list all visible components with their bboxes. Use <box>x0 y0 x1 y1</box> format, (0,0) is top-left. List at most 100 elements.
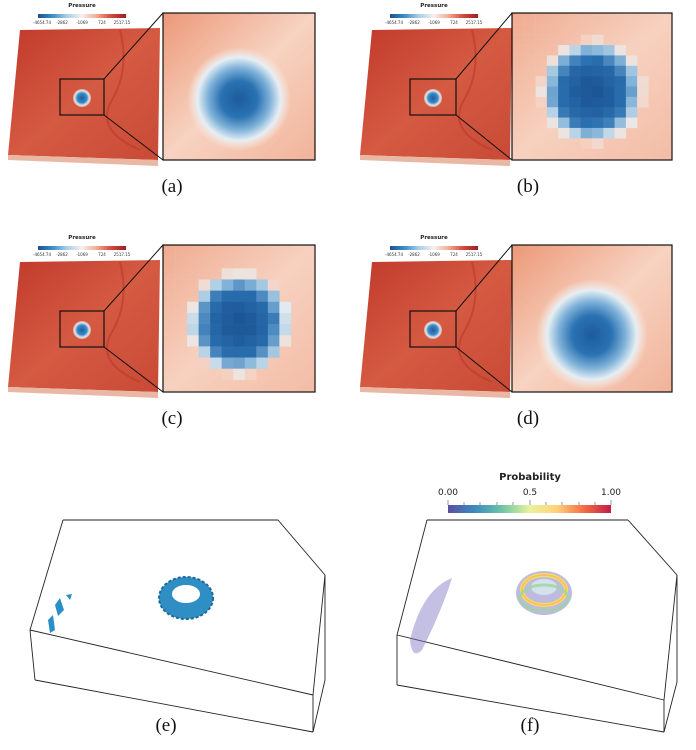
inset-box <box>59 310 105 348</box>
anomaly-block <box>524 76 536 87</box>
anomaly-block <box>233 312 246 325</box>
anomaly-block <box>175 246 188 258</box>
anomaly-block <box>267 301 280 314</box>
anomaly-block <box>164 379 176 392</box>
anomaly-block <box>592 138 604 149</box>
anomaly-block <box>175 346 188 358</box>
anomaly-block <box>603 65 615 77</box>
anomaly-block <box>637 45 649 56</box>
anomaly-block <box>210 246 222 258</box>
anomaly-block <box>198 257 211 269</box>
anomaly-block <box>302 312 315 325</box>
anomaly-block <box>221 357 234 369</box>
anomaly-block <box>513 45 525 56</box>
anomaly-block <box>221 324 234 336</box>
anomaly-block <box>580 96 593 108</box>
anomaly-block <box>603 76 615 87</box>
anomaly-block <box>513 86 525 98</box>
anomaly-block <box>279 301 292 314</box>
anomaly-block <box>546 76 559 87</box>
anomaly-block <box>648 55 661 67</box>
colorbar-gradient <box>390 246 478 250</box>
anomaly-block <box>558 45 570 56</box>
anomaly-mini <box>73 321 91 339</box>
panel-d: Pressure -4654.74 -2862 -1069 724 2517.1… <box>352 232 696 442</box>
anomaly-block <box>210 301 222 314</box>
anomaly-block <box>210 279 222 291</box>
slab-side-face <box>360 155 510 166</box>
anomaly-block <box>546 148 559 160</box>
anomaly-block <box>302 324 315 336</box>
anomaly-block <box>625 148 638 160</box>
anomaly-block <box>580 148 593 160</box>
anomaly-block <box>524 117 536 129</box>
anomaly-block <box>625 14 638 25</box>
anomaly-block <box>648 34 661 46</box>
anomaly-block <box>513 127 525 139</box>
anomaly-block <box>659 65 672 77</box>
anomaly-block <box>603 148 615 160</box>
anomaly-block <box>659 24 672 36</box>
anomaly-block <box>592 86 604 98</box>
anomaly-block <box>244 268 257 280</box>
anomaly-block <box>256 357 269 369</box>
anomaly-block <box>648 24 661 36</box>
anomaly-block <box>625 138 638 149</box>
colorbar-tick: 724 <box>98 252 106 257</box>
anomaly-block <box>603 127 615 139</box>
anomaly-block <box>233 368 246 381</box>
zoom-line-bottom <box>455 346 513 393</box>
anomaly-block <box>659 86 672 98</box>
anomaly-block <box>175 357 188 369</box>
anomaly-block <box>625 107 638 118</box>
anomaly-block <box>625 96 638 108</box>
anomaly-block <box>546 127 559 139</box>
colorbar-title: Pressure <box>420 3 448 9</box>
anomaly-block <box>187 312 199 325</box>
colorbar-tick: 724 <box>98 20 106 25</box>
anomaly-block <box>524 86 536 98</box>
panel-b: Pressure -4654.74 -2862 -1069 724 2517.1… <box>352 0 696 210</box>
anomaly-block <box>546 86 559 98</box>
anomaly-block <box>535 148 548 160</box>
anomaly-block <box>290 268 303 280</box>
anomaly-block <box>233 346 246 358</box>
anomaly-block <box>603 117 615 129</box>
anomaly-block <box>546 14 559 25</box>
anomaly-block <box>592 14 604 25</box>
anomaly-block <box>256 290 269 303</box>
anomaly-block <box>198 324 211 336</box>
anomaly-block <box>221 312 234 325</box>
anomaly-block <box>524 45 536 56</box>
anomaly-block <box>290 312 303 325</box>
anomaly-block <box>279 357 292 369</box>
anomaly-block <box>659 117 672 129</box>
anomaly-block <box>164 246 176 258</box>
anomaly-block <box>221 268 234 280</box>
anomaly-block <box>187 357 199 369</box>
anomaly-block <box>279 290 292 303</box>
anomaly-block <box>535 96 548 108</box>
anomaly-block <box>546 65 559 77</box>
anomaly-block <box>637 76 649 87</box>
anomaly-block <box>637 55 649 67</box>
anomaly-block <box>546 34 559 46</box>
anomaly-block <box>267 346 280 358</box>
anomaly-block <box>256 279 269 291</box>
probability-title: Probability <box>499 472 561 483</box>
anomaly-block <box>187 368 199 381</box>
anomaly-block <box>302 246 315 258</box>
anomaly-block <box>524 65 536 77</box>
anomaly-block <box>187 379 199 392</box>
anomaly-block <box>524 148 536 160</box>
anomaly-block <box>625 45 638 56</box>
anomaly-block <box>580 55 593 67</box>
anomaly-block <box>614 148 627 160</box>
anomaly-block <box>187 279 199 291</box>
anomaly-block <box>198 312 211 325</box>
anomaly-block <box>256 312 269 325</box>
anomaly-block <box>279 257 292 269</box>
slab-side-face <box>8 155 158 166</box>
anomaly-block <box>659 34 672 46</box>
anomaly-block <box>558 24 570 36</box>
